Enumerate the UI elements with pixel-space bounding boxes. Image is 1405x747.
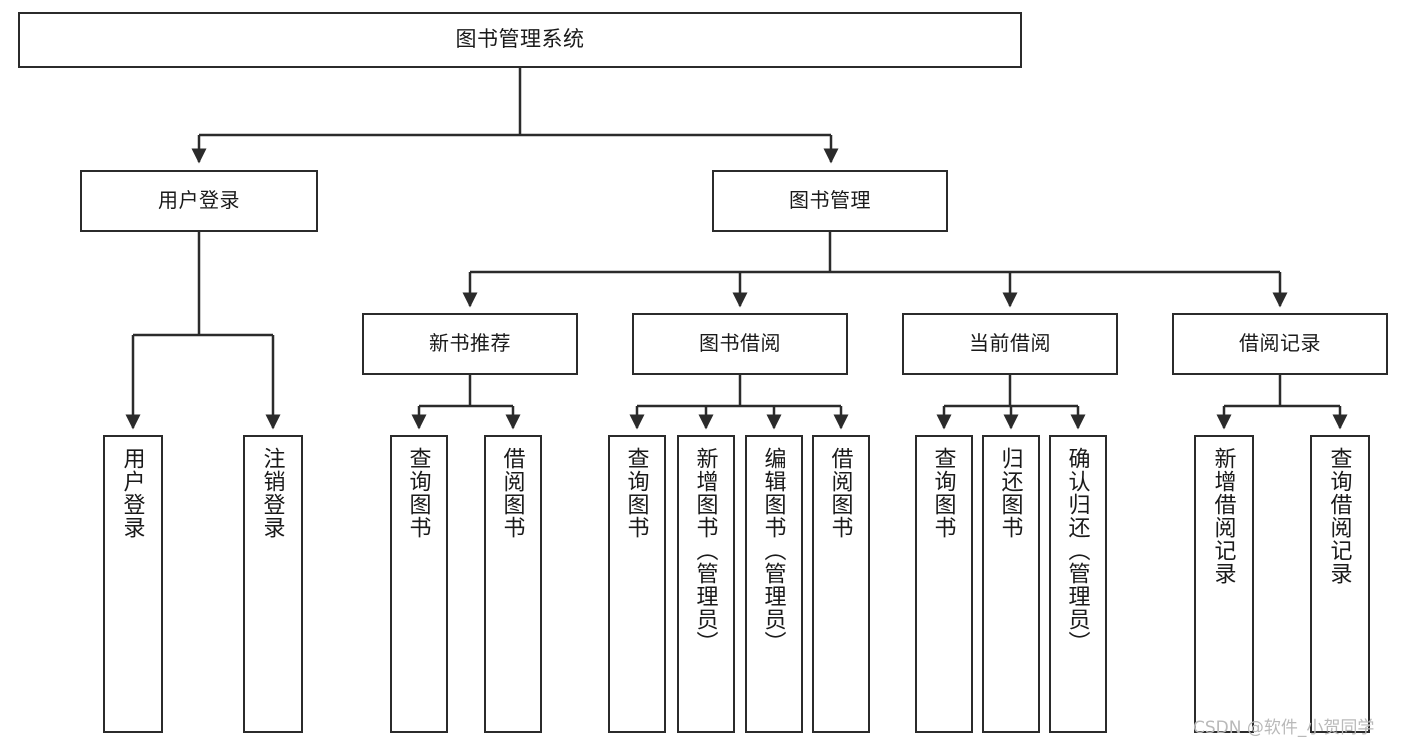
- node-leaf-confirm-return[interactable]: 确认归还（管理员）: [1049, 435, 1107, 733]
- node-leaf-query-record[interactable]: 查询借阅记录: [1310, 435, 1370, 733]
- node-leaf-query-book-3[interactable]: 查询图书: [915, 435, 973, 733]
- node-leaf-query-book-1[interactable]: 查询图书: [390, 435, 448, 733]
- node-root-system[interactable]: 图书管理系统: [18, 12, 1022, 68]
- node-label: 查询图书: [406, 447, 432, 539]
- node-current-borrow[interactable]: 当前借阅: [902, 313, 1118, 375]
- node-book-management[interactable]: 图书管理: [712, 170, 948, 232]
- node-leaf-add-book[interactable]: 新增图书（管理员）: [677, 435, 735, 733]
- node-label: 查询借阅记录: [1327, 447, 1353, 585]
- node-label: 新增借阅记录: [1211, 447, 1237, 585]
- node-label: 新书推荐: [429, 332, 511, 355]
- node-leaf-logout[interactable]: 注销登录: [243, 435, 303, 733]
- node-label: 编辑图书（管理员）: [761, 447, 787, 654]
- node-label: 图书管理系统: [455, 27, 585, 51]
- node-label: 新增图书（管理员）: [693, 447, 719, 654]
- node-user-login[interactable]: 用户登录: [80, 170, 318, 232]
- node-leaf-return-book[interactable]: 归还图书: [982, 435, 1040, 733]
- node-label: 用户登录: [158, 189, 240, 212]
- node-label: 查询图书: [931, 447, 957, 539]
- node-label: 当前借阅: [969, 332, 1051, 355]
- node-label: 图书管理: [789, 189, 871, 212]
- node-leaf-borrow-book-2[interactable]: 借阅图书: [812, 435, 870, 733]
- node-leaf-user-login[interactable]: 用户登录: [103, 435, 163, 733]
- node-label: 用户登录: [120, 447, 146, 539]
- node-leaf-query-book-2[interactable]: 查询图书: [608, 435, 666, 733]
- node-label: 查询图书: [624, 447, 650, 539]
- node-leaf-borrow-book-1[interactable]: 借阅图书: [484, 435, 542, 733]
- node-label: 借阅图书: [828, 447, 854, 539]
- node-leaf-add-record[interactable]: 新增借阅记录: [1194, 435, 1254, 733]
- node-label: 借阅图书: [500, 447, 526, 539]
- watermark-text: CSDN @软件_小贺同学: [1193, 718, 1375, 738]
- node-label: 注销登录: [260, 447, 286, 539]
- node-label: 归还图书: [998, 447, 1024, 539]
- node-label: 图书借阅: [699, 332, 781, 355]
- node-label: 借阅记录: [1239, 332, 1321, 355]
- node-book-borrow[interactable]: 图书借阅: [632, 313, 848, 375]
- node-leaf-edit-book[interactable]: 编辑图书（管理员）: [745, 435, 803, 733]
- node-new-book-recommend[interactable]: 新书推荐: [362, 313, 578, 375]
- node-label: 确认归还（管理员）: [1065, 447, 1091, 654]
- node-borrow-record[interactable]: 借阅记录: [1172, 313, 1388, 375]
